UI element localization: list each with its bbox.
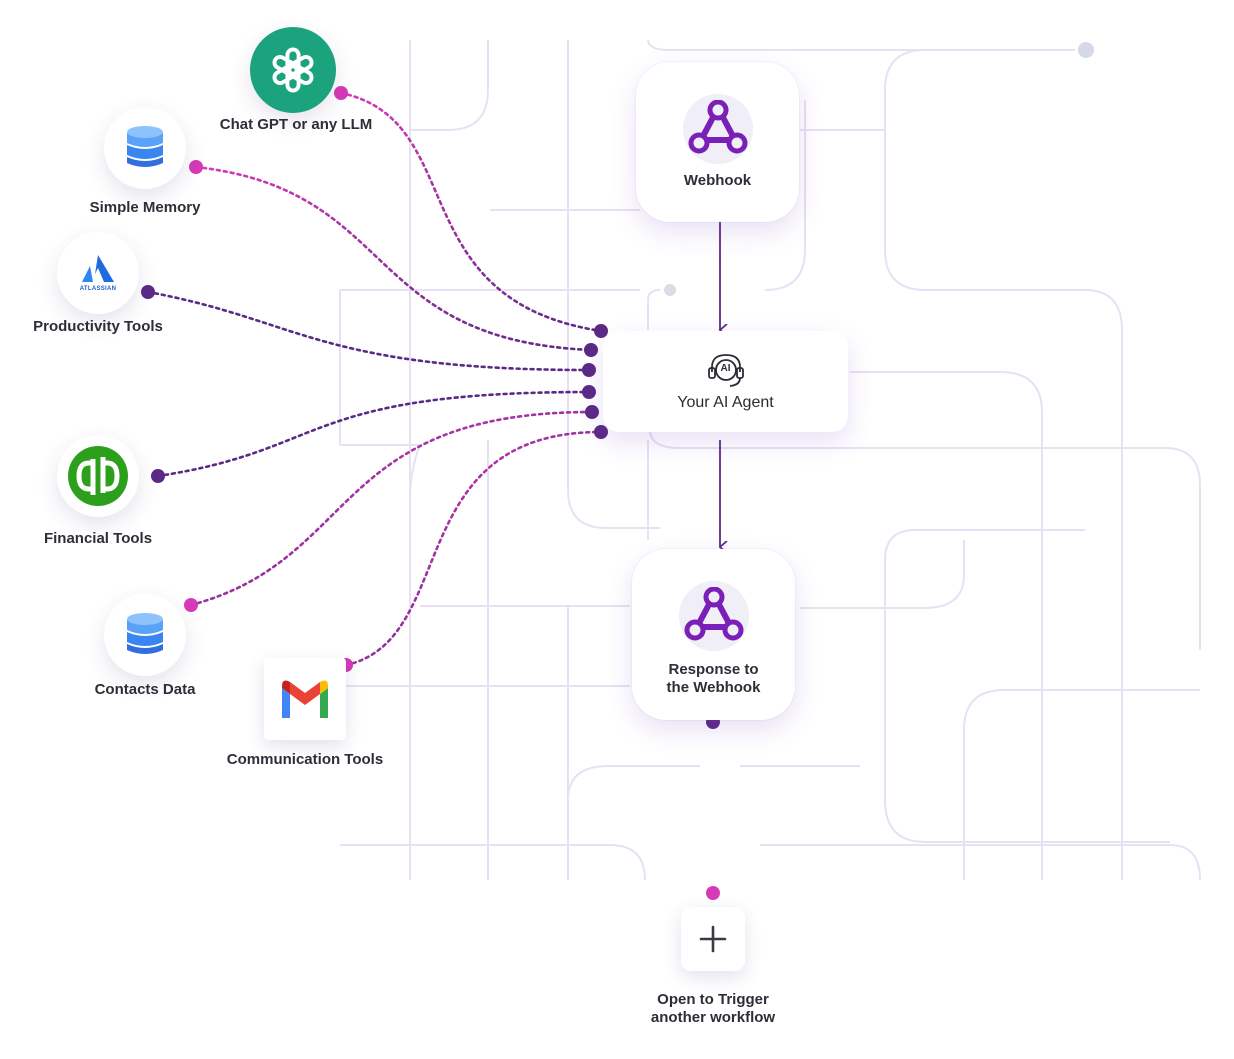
response-webhook-label-line1: Response to — [668, 661, 759, 678]
webhook-label: Webhook — [683, 172, 752, 189]
ai-agent-label: Your AI Agent — [677, 393, 774, 411]
chatgpt-label: Chat GPT or any LLM — [219, 116, 373, 133]
ai-icon-text: AI — [720, 362, 731, 374]
atlassian-logo-icon: ATLASSIAN — [57, 232, 139, 314]
atlassian-logo-text: ATLASSIAN — [79, 286, 117, 292]
trigger-label-line2: another workflow — [650, 1009, 776, 1026]
response-webhook-label-line2: the Webhook — [666, 679, 761, 696]
trigger-label-line1: Open to Trigger — [657, 991, 769, 1008]
ai-agent-card[interactable]: AI Your AI Agent — [603, 331, 848, 432]
database-icon — [104, 107, 186, 189]
plus-icon[interactable] — [681, 907, 745, 971]
gmail-logo-icon — [264, 658, 346, 740]
quickbooks-logo-icon — [57, 435, 139, 517]
openai-logo-icon — [250, 27, 336, 113]
response-webhook-card[interactable]: Response to the Webhook — [632, 549, 795, 720]
financial-tools-label: Financial Tools — [43, 530, 153, 547]
webhook-icon — [682, 94, 753, 164]
contacts-data-label: Contacts Data — [94, 681, 196, 698]
webhook-card[interactable]: Webhook — [636, 62, 799, 222]
webhook-icon — [678, 581, 749, 651]
communication-tools-label: Communication Tools — [226, 751, 384, 768]
database-icon — [104, 594, 186, 676]
ai-headset-icon: AI — [706, 352, 746, 390]
productivity-tools-label: Productivity Tools — [33, 318, 163, 335]
simple-memory-label: Simple Memory — [89, 199, 201, 216]
